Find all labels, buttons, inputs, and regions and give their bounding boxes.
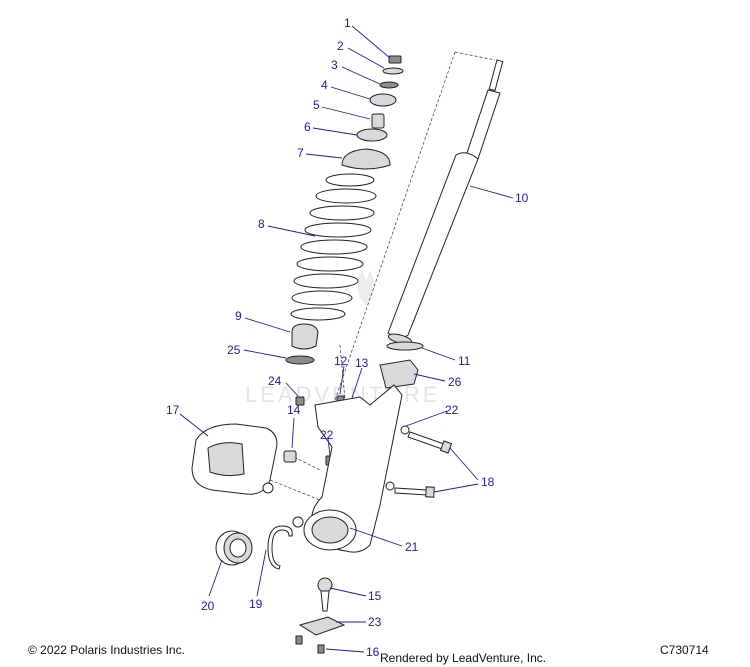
bushing-top: [369, 93, 397, 107]
washer: [382, 67, 404, 75]
callout-5: 5: [313, 98, 320, 112]
brake-caliper: [191, 423, 278, 495]
callout-22-right: 22: [445, 403, 459, 417]
bump-stop: [285, 323, 319, 365]
callout-13: 13: [355, 356, 369, 370]
screws: [295, 635, 325, 654]
caliper-nut: [283, 450, 297, 463]
rendered-by-text: Rendered by LeadVenture, Inc.: [380, 651, 547, 665]
callout-7: 7: [297, 146, 304, 160]
strut-top-hardware: [341, 55, 404, 170]
callout-8: 8: [258, 217, 265, 231]
wheel-bearing: [215, 530, 253, 566]
callout-20: 20: [201, 599, 215, 613]
callout-10: 10: [515, 191, 529, 205]
callout-12: 12: [334, 354, 348, 368]
callout-23: 23: [368, 615, 382, 629]
retaining-plate: [298, 616, 346, 636]
callout-21: 21: [405, 540, 419, 554]
callout-16: 16: [366, 645, 380, 659]
callout-26: 26: [448, 375, 462, 389]
callout-19: 19: [249, 597, 263, 611]
washer-small: [379, 81, 399, 89]
callout-17: 17: [166, 403, 180, 417]
bump-stop-washer: [285, 355, 315, 365]
callout-6: 6: [304, 120, 311, 134]
shock-absorber: [387, 59, 504, 345]
callout-1: 1: [344, 16, 351, 30]
callout-numbers: 1 2 3 4 5 6 7 8 9 10 11 12 13 14 15 16 1…: [166, 16, 529, 659]
callout-2: 2: [337, 39, 344, 53]
callout-22-left: 22: [320, 428, 334, 442]
leader-lines: [179, 25, 514, 653]
copyright-text: © 2022 Polaris Industries Inc.: [28, 643, 185, 657]
circlip: [267, 525, 293, 570]
callout-3: 3: [331, 58, 338, 72]
callout-11: 11: [458, 354, 471, 368]
upper-mount-bracket: [379, 359, 419, 389]
callout-4: 4: [321, 78, 328, 92]
ball-joint: [317, 577, 333, 612]
spring-seat-upper: [341, 148, 391, 170]
steering-knuckle: [292, 384, 410, 553]
bump-stop-body: [291, 323, 319, 350]
bushing-lower: [356, 128, 388, 142]
callout-18: 18: [481, 475, 495, 489]
callout-25: 25: [227, 343, 241, 357]
callout-15: 15: [368, 589, 382, 603]
top-nut: [388, 55, 402, 64]
knuckle-bolts: [394, 431, 453, 498]
callout-24: 24: [268, 374, 282, 388]
callout-9: 9: [235, 309, 242, 323]
sleeve: [371, 113, 385, 129]
retaining-ring: [386, 341, 424, 351]
diagram-code: C730714: [660, 643, 709, 657]
coil-spring: [290, 173, 377, 321]
callout-14: 14: [287, 403, 301, 417]
